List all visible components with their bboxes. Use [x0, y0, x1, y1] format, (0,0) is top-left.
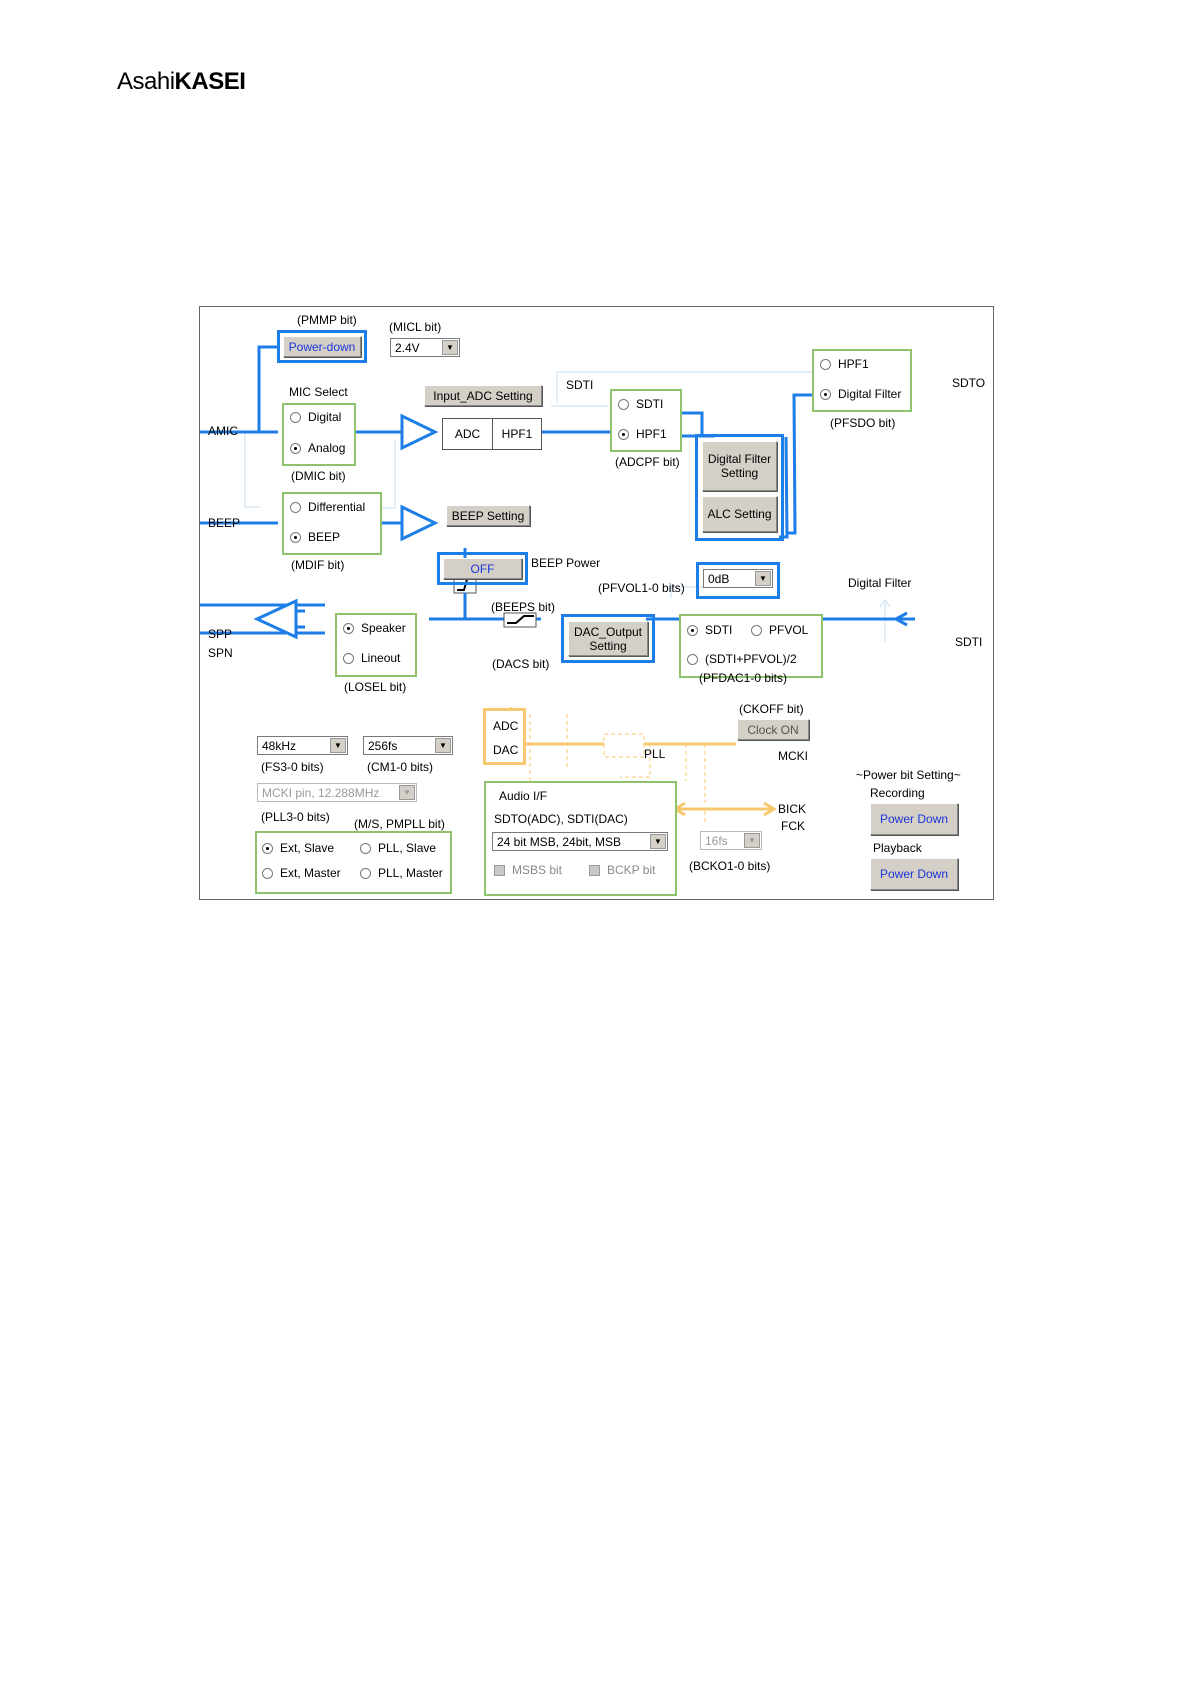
micl-select[interactable]: 2.4V▼ — [390, 338, 460, 357]
bckp-bit-checkbox[interactable]: BCKP bit — [589, 863, 655, 877]
fs-bits-label: (FS3-0 bits) — [261, 760, 324, 774]
playback-label: Playback — [873, 841, 922, 855]
pfdac-bits-label: (PFDAC1-0 bits) — [699, 671, 788, 685]
losel-group — [335, 613, 417, 677]
chevron-down-icon: ▼ — [442, 340, 458, 355]
chevron-down-icon: ▼ — [330, 738, 346, 753]
amic-label: AMIC — [208, 424, 238, 438]
hpf1-cell: HPF1 — [492, 418, 542, 450]
beep-off-button[interactable]: OFF — [443, 558, 522, 579]
adcpf-bit-label: (ADCPF bit) — [615, 455, 680, 469]
audio-format-select[interactable]: 24 bit MSB, 24bit, MSB▼ — [492, 832, 668, 851]
dac-output-setting-button[interactable]: DAC_Output Setting — [568, 621, 648, 656]
chevron-down-icon: ▼ — [435, 738, 451, 753]
sdti-in-label: SDTI — [566, 378, 594, 392]
ms-pmpll-bit-label: (M/S, PMPLL bit) — [354, 817, 445, 831]
cm-select[interactable]: 256fs▼ — [363, 736, 453, 755]
radio-out-hpf1[interactable]: HPF1 — [820, 357, 869, 371]
recording-label: Recording — [870, 786, 925, 800]
alc-setting-button[interactable]: ALC Setting — [702, 496, 777, 532]
losel-bit-label: (LOSEL bit) — [344, 680, 407, 694]
input-adc-setting-button[interactable]: Input_ADC Setting — [424, 385, 542, 406]
chevron-down-icon: ▼ — [755, 571, 771, 586]
radio-speaker[interactable]: Speaker — [343, 621, 406, 635]
radio-ext-master[interactable]: Ext, Master — [262, 866, 341, 880]
radio-lineout[interactable]: Lineout — [343, 651, 400, 665]
clock-on-button[interactable]: Clock ON — [737, 719, 809, 740]
msbs-bit-checkbox[interactable]: MSBS bit — [494, 863, 562, 877]
block-diagram: (PMMP bit) Power-down (MICL bit) 2.4V▼ M… — [199, 306, 994, 900]
radio-pf-sdti[interactable]: SDTI — [687, 623, 732, 637]
pll-block-label: PLL — [644, 747, 666, 761]
pfdac-group — [679, 614, 823, 678]
asahi-kasei-logo: AsahiKASEI — [117, 68, 246, 95]
radio-pll-master[interactable]: PLL, Master — [360, 866, 443, 880]
mdif-bit-label: (MDIF bit) — [291, 558, 345, 572]
audio-if-label: Audio I/F — [499, 789, 548, 803]
radio-adc-hpf1[interactable]: HPF1 — [618, 427, 667, 441]
pfvol-select[interactable]: 0dB▼ — [703, 569, 773, 588]
dac-output-box — [561, 614, 655, 663]
power-bit-setting-label: ~Power bit Setting~ — [856, 768, 961, 782]
chevron-down-icon: ▼ — [650, 834, 666, 849]
adc-box-label: ADC — [493, 719, 519, 733]
digital-filter-setting-button[interactable]: Digital Filter Setting — [702, 441, 777, 491]
fs-select[interactable]: 48kHz▼ — [257, 736, 348, 755]
radio-beep[interactable]: BEEP — [290, 530, 340, 544]
pll-select[interactable]: MCKI pin, 12.288MHz▼ — [257, 783, 417, 802]
adc-dac-box — [483, 708, 526, 765]
pfsdo-bit-label: (PFSDO bit) — [830, 416, 896, 430]
bcko-bits-label: (BCKO1-0 bits) — [689, 859, 771, 873]
dacs-bit-label: (DACS bit) — [492, 657, 550, 671]
radio-differential[interactable]: Differential — [290, 500, 365, 514]
pfvol-bits-label: (PFVOL1-0 bits) — [598, 581, 685, 595]
bick-label: BICK — [778, 802, 807, 816]
beep-input-label: BEEP — [208, 516, 241, 530]
radio-ext-slave[interactable]: Ext, Slave — [262, 841, 334, 855]
cm-bits-label: (CM1-0 bits) — [367, 760, 434, 774]
beeps-bit-label: (BEEPS bit) — [491, 600, 556, 614]
dac-box-label: DAC — [493, 743, 519, 757]
spn-label: SPN — [208, 646, 233, 660]
ckoff-bit-label: (CKOFF bit) — [739, 702, 804, 716]
radio-out-digital-filter[interactable]: Digital Filter — [820, 387, 901, 401]
micl-bit-label: (MICL bit) — [389, 320, 442, 334]
sdti-out-label: SDTI — [955, 635, 983, 649]
sdto-label: SDTO — [952, 376, 986, 390]
beep-setting-button[interactable]: BEEP Setting — [446, 505, 530, 526]
ms-pmpll-group — [255, 831, 452, 894]
radio-digital[interactable]: Digital — [290, 410, 341, 424]
digital-filter-alc-box — [695, 434, 784, 541]
pmmp-bit-label: (PMMP bit) — [297, 313, 357, 327]
bcko-select[interactable]: 16fs▼ — [700, 831, 762, 850]
spp-label: SPP — [208, 627, 233, 641]
radio-pf-mix[interactable]: (SDTI+PFVOL)/2 — [687, 652, 797, 666]
playback-power-down-button[interactable]: Power Down — [870, 858, 958, 890]
radio-pll-slave[interactable]: PLL, Slave — [360, 841, 436, 855]
pmmp-power-down-button[interactable]: Power-down — [283, 336, 361, 357]
radio-adc-sdti[interactable]: SDTI — [618, 397, 663, 411]
beep-power-label: BEEP Power — [531, 556, 601, 570]
pfvol-box — [696, 562, 780, 599]
recording-power-down-button[interactable]: Power Down — [870, 803, 958, 835]
beep-power-box — [437, 552, 528, 585]
mcki-label: MCKI — [778, 749, 808, 763]
mic-select-label: MIC Select — [289, 385, 348, 399]
fck-label: FCK — [781, 819, 805, 833]
chevron-down-icon: ▼ — [399, 785, 415, 800]
sdto-sdti-label: SDTO(ADC), SDTI(DAC) — [494, 812, 628, 826]
pmmp-box — [277, 330, 367, 363]
radio-analog[interactable]: Analog — [290, 441, 345, 455]
pll-bits-label: (PLL3-0 bits) — [261, 810, 330, 824]
chevron-down-icon: ▼ — [744, 833, 760, 848]
digital-filter-label: Digital Filter — [848, 576, 912, 590]
dmic-bit-label: (DMIC bit) — [291, 469, 346, 483]
adc-cell: ADC — [442, 418, 493, 450]
radio-pf-pfvol[interactable]: PFVOL — [751, 623, 808, 637]
